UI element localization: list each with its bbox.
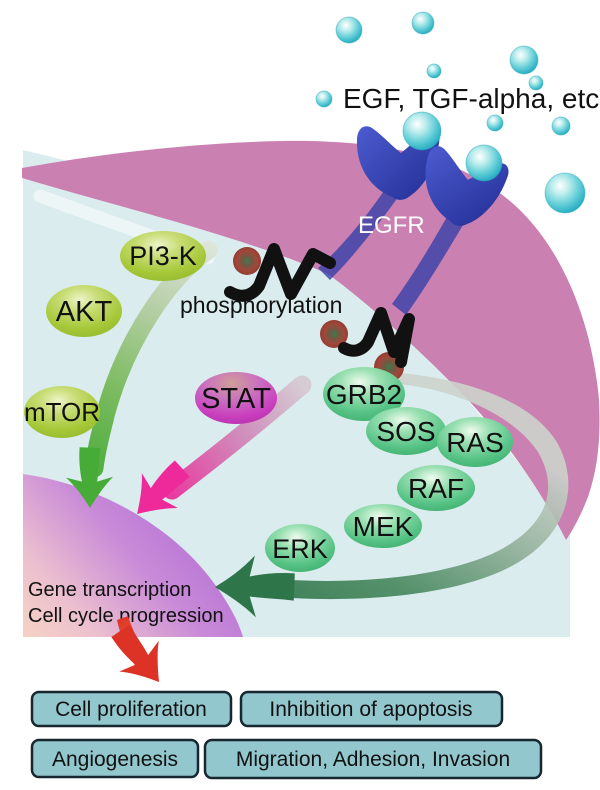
- phospho-site: [233, 247, 261, 275]
- protein-label-pi3k: PI3-K: [129, 241, 197, 271]
- protein-nodes: PI3-K AKT mTOR STAT GRB2 SOS RAS RAF MEK…: [24, 231, 513, 572]
- nucleus: [23, 474, 243, 637]
- ligand-sphere-bound: [402, 111, 442, 151]
- protein-oval-raf: [397, 465, 475, 511]
- outcome-label: Angiogenesis: [52, 748, 178, 771]
- ligand-sphere: [551, 116, 571, 136]
- ligand-sphere: [335, 16, 363, 44]
- ligand-sphere: [486, 114, 504, 132]
- protein-oval-akt: [46, 285, 122, 337]
- outcome-label: Inhibition of apoptosis: [269, 698, 472, 721]
- protein-oval-sos: [366, 407, 446, 455]
- kinase-tail-right: [338, 307, 415, 368]
- outcome-box-inhibition-of-apoptosis: [239, 690, 504, 728]
- protein-oval-mek: [344, 504, 422, 548]
- outcome-boxes: Cell proliferation Inhibition of apoptos…: [30, 690, 543, 780]
- ligand-spheres: [315, 11, 586, 214]
- egfr-receptor-right: [392, 144, 509, 315]
- egfr-receptor-left: [318, 111, 442, 280]
- protein-label-mek: MEK: [353, 511, 414, 542]
- protein-oval-mtor: [24, 386, 100, 438]
- ligand-sphere: [426, 63, 442, 79]
- protein-label-ras: RAS: [446, 427, 504, 458]
- protein-oval-grb2: [323, 367, 405, 421]
- protein-label-stat: STAT: [201, 383, 271, 415]
- protein-oval-ras: [437, 417, 513, 467]
- nucleus-label-line2: Cell cycle progression: [28, 605, 224, 627]
- protein-oval-pi3k: [120, 231, 206, 281]
- outcome-label: Migration, Adhesion, Invasion: [236, 748, 510, 771]
- ligand-sphere-bound: [465, 144, 503, 182]
- outcome-label: Cell proliferation: [55, 698, 207, 721]
- phosphorylation-label: phosphorylation: [180, 292, 342, 318]
- protein-label-raf: RAF: [408, 473, 464, 504]
- cell-membrane: [22, 140, 600, 541]
- protein-label-erk: ERK: [272, 534, 328, 564]
- kinase-tail-left: [224, 243, 336, 302]
- protein-label-akt: AKT: [56, 296, 113, 328]
- protein-oval-erk: [265, 524, 335, 572]
- receptor-stem: [318, 182, 402, 280]
- receptor-label: EGFR: [358, 212, 425, 239]
- ligand-sphere: [528, 75, 544, 91]
- protein-label-mtor: mTOR: [24, 397, 100, 427]
- outcome-box-angiogenesis: [30, 738, 200, 779]
- ligand-sphere: [411, 11, 435, 35]
- nucleus-label-line1: Gene transcription: [28, 579, 191, 601]
- ligand-sphere: [544, 172, 586, 214]
- protein-oval-stat: [195, 372, 277, 424]
- ligand-sphere: [315, 90, 333, 108]
- protein-label-grb2: GRB2: [326, 379, 402, 410]
- outcome-box-migration-adhesion-invasion: [203, 738, 543, 780]
- phospho-site: [320, 320, 348, 348]
- outcome-box-cell-proliferation: [30, 690, 233, 728]
- ligands-label: EGF, TGF-alpha, etc: [343, 83, 599, 114]
- ligand-sphere: [509, 45, 539, 75]
- receptor-cup: [425, 146, 509, 226]
- receptor-stem: [392, 208, 466, 315]
- protein-label-sos: SOS: [376, 416, 435, 447]
